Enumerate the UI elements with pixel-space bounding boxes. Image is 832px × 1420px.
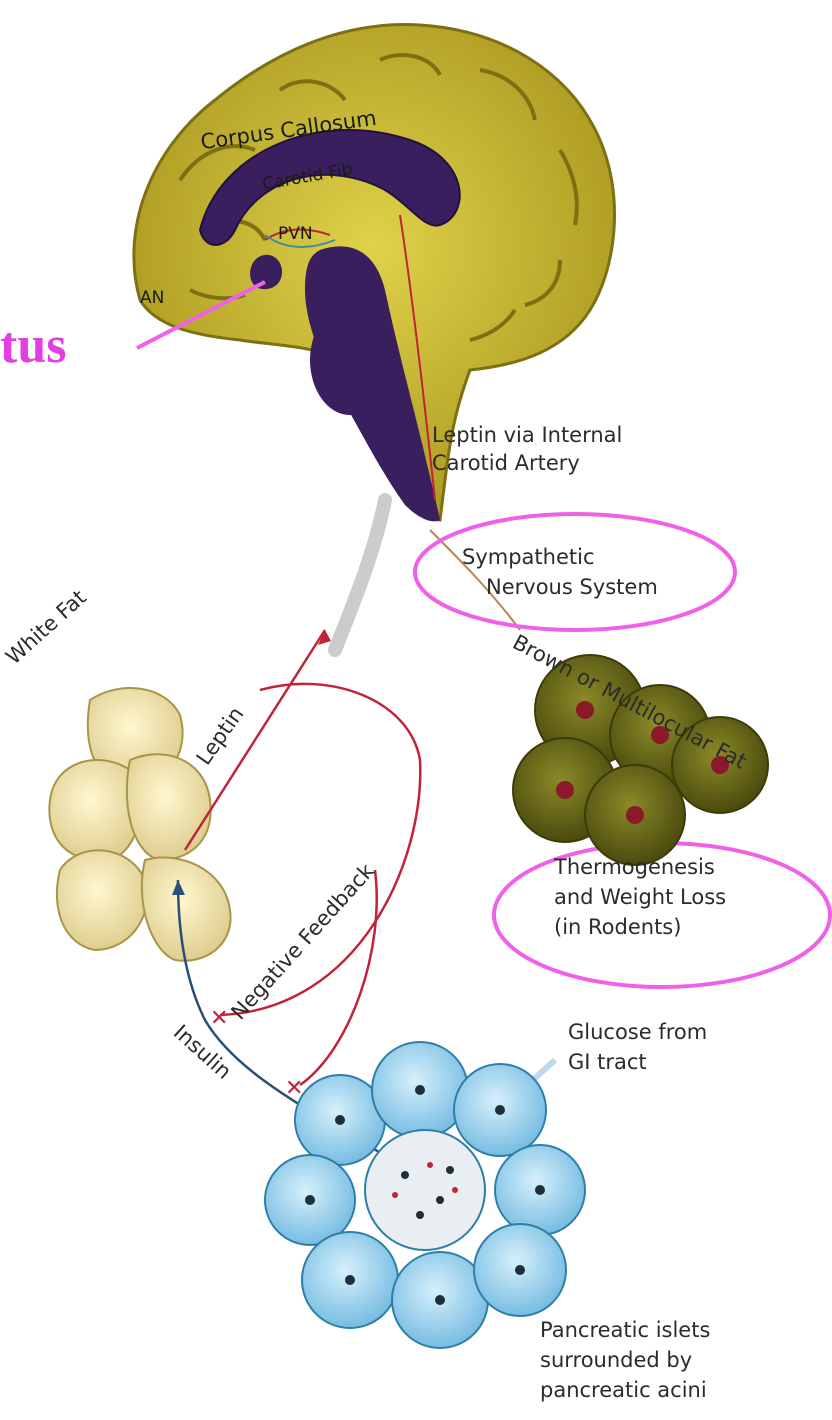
thermogenesis-label-line1: Thermogenesis [554,855,715,880]
an-label: AN [140,286,164,311]
pvn-label: PVN [278,222,313,247]
negative-feedback-loop [220,684,420,1015]
leptin-internal-label-line1: Leptin via Internal [432,423,622,448]
hypothalamus-label: tus [0,318,66,374]
leptin-internal-label-line2: Carotid Artery [432,451,580,476]
pancreatic-label-line1: Pancreatic islets [540,1318,710,1343]
thermogenesis-label-line2: and Weight Loss [554,885,726,910]
glucose-label-line2: GI tract [568,1050,647,1075]
spinal-cord [335,500,385,650]
sympathetic-highlight-oval [415,514,735,630]
white-fat-cluster [49,688,230,961]
sympathetic-label-line2: Nervous System [486,575,658,600]
sympathetic-label-line1: Sympathetic [462,545,595,570]
pancreas [265,1042,585,1348]
thermogenesis-label-line3: (in Rodents) [554,915,681,940]
pancreatic-label-line3: pancreatic acini [540,1378,707,1403]
glucose-label-line1: Glucose from [568,1020,707,1045]
cerebellum [310,305,390,415]
block-mark-1: ✕ [210,1006,228,1031]
pancreatic-label-line2: surrounded by [540,1348,692,1373]
